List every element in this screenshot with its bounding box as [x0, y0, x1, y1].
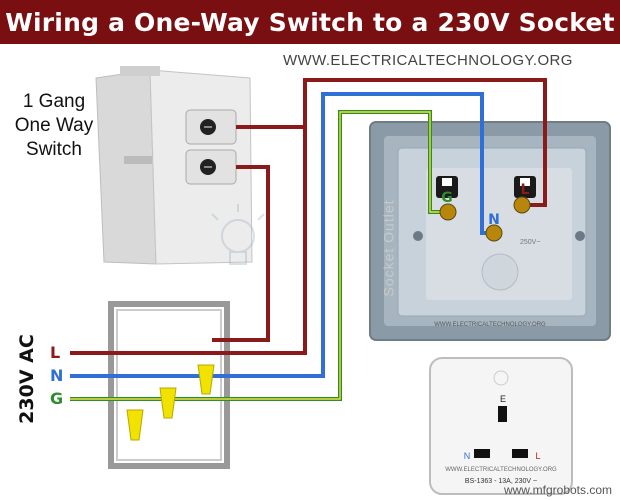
wire-connectors	[126, 364, 215, 441]
inset-rating: BS-1363 - 13A, 230V ~	[465, 478, 537, 485]
junction-box	[108, 301, 230, 469]
neutral-wire	[70, 92, 493, 378]
inset-website: WWW.ELECTRICALTECHNOLOGY.ORG	[445, 467, 557, 473]
socket-rating-text: 250V~	[520, 239, 540, 246]
earth-wire	[70, 110, 445, 401]
socket-terminals: G N L	[436, 176, 536, 242]
earth-wire-label: G	[50, 389, 64, 408]
title-banner: Wiring a One-Way Switch to a 230V Socket	[0, 0, 620, 44]
neutral-wire-label: N	[50, 366, 64, 385]
switch-label-line-2: One Way	[14, 115, 94, 136]
live-wire-label: L	[50, 343, 61, 362]
socket-live-label: L	[521, 182, 530, 198]
inset-earth-label: E	[500, 394, 506, 404]
socket-outlet-caption: Socket Outlet	[380, 199, 397, 297]
inset-live-label: L	[535, 451, 540, 461]
one-way-switch	[95, 66, 253, 265]
page-title: Wiring a One-Way Switch to a 230V Socket	[5, 7, 615, 37]
switch-label-line-3: Switch	[26, 139, 82, 160]
watermark: www.mfgrobots.com	[503, 483, 612, 497]
socket-neutral-label: N	[488, 212, 500, 228]
website-label: WWW.ELECTRICALTECHNOLOGY.ORG	[283, 52, 573, 69]
bulb-icon	[211, 204, 265, 265]
switch-label: 1 Gang One Way Switch	[10, 90, 98, 162]
socket-earth-label: G	[441, 190, 453, 206]
inset-socket: E N L WWW.ELECTRICALTECHNOLOGY.ORG BS-13…	[429, 357, 573, 495]
switch-label-line-1: 1 Gang	[22, 91, 86, 112]
live-wire	[70, 78, 547, 355]
inset-neutral-label: N	[464, 451, 471, 461]
socket-faceplate-website: WWW.ELECTRICALTECHNOLOGY.ORG	[434, 322, 546, 328]
supply-voltage-label: 230V AC	[15, 334, 38, 424]
